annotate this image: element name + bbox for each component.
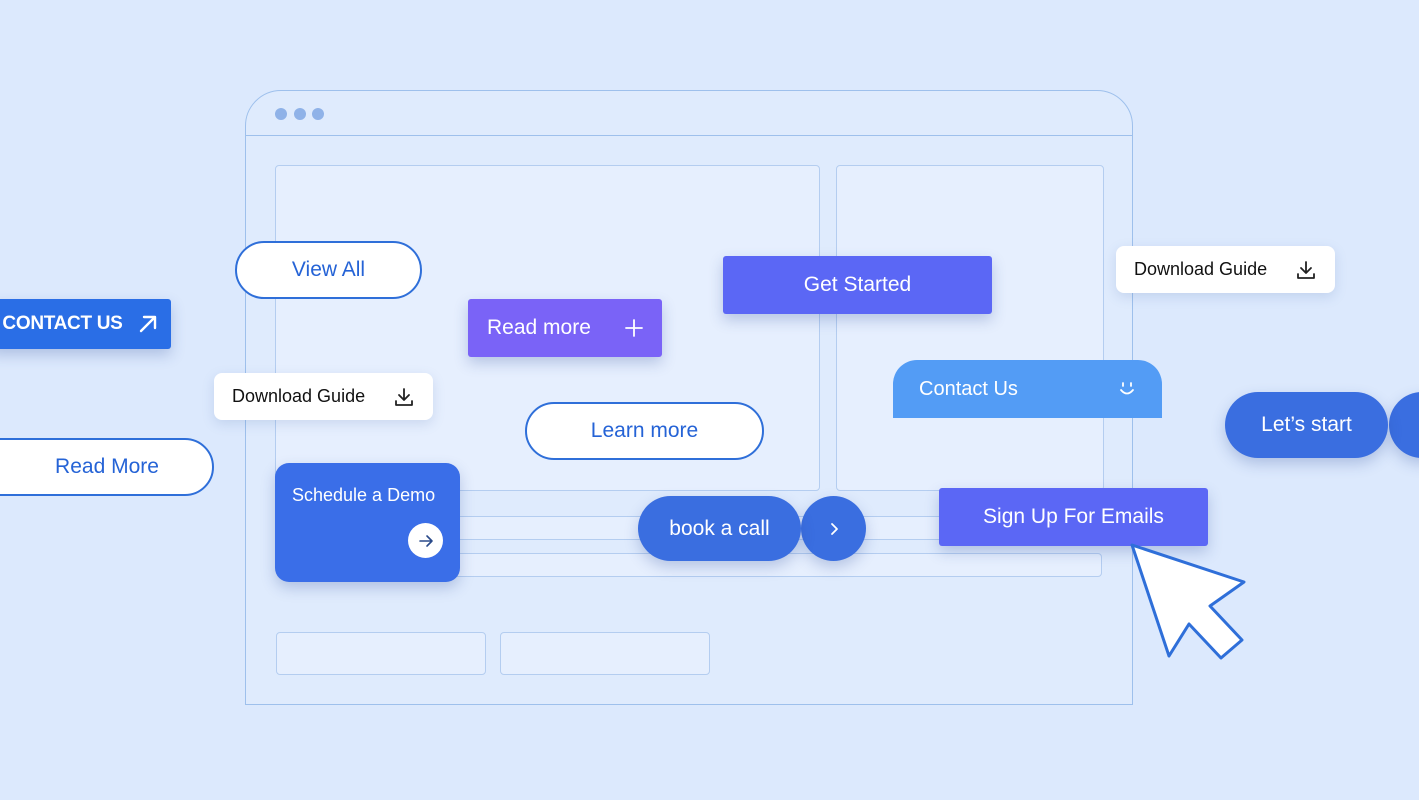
view-all-label: View All bbox=[291, 258, 366, 281]
read-more-outline-button[interactable]: Read More bbox=[0, 438, 214, 496]
book-call-arrow-button[interactable] bbox=[801, 496, 866, 561]
window-dot bbox=[312, 108, 324, 120]
sign-up-label: Sign Up For Emails bbox=[983, 505, 1164, 528]
view-all-button[interactable]: View All bbox=[235, 241, 422, 299]
mouse-cursor-icon bbox=[1130, 543, 1246, 660]
arrow-right-icon bbox=[408, 523, 443, 558]
lets-start-button[interactable]: Let’s start bbox=[1225, 392, 1388, 458]
smile-icon bbox=[1118, 380, 1136, 398]
arrow-up-right-icon bbox=[137, 313, 159, 335]
learn-more-button[interactable]: Learn more bbox=[525, 402, 764, 460]
content-box bbox=[276, 632, 486, 675]
download-icon bbox=[1295, 259, 1317, 281]
browser-titlebar bbox=[246, 91, 1132, 136]
window-dot bbox=[294, 108, 306, 120]
book-call-button[interactable]: book a call bbox=[638, 496, 801, 561]
lets-start-label: Let’s start bbox=[1261, 413, 1352, 436]
read-more-plus-label: Read more bbox=[487, 316, 591, 339]
chevron-right-icon bbox=[827, 522, 841, 536]
sign-up-emails-button[interactable]: Sign Up For Emails bbox=[939, 488, 1208, 546]
contact-us-upper-button[interactable]: CONTACT US bbox=[0, 299, 171, 349]
book-call-label: book a call bbox=[669, 516, 770, 540]
lets-start-arrow-button[interactable] bbox=[1389, 392, 1419, 458]
download-guide-button-right[interactable]: Download Guide bbox=[1116, 246, 1335, 293]
plus-icon bbox=[624, 318, 644, 338]
read-more-plus-button[interactable]: Read more bbox=[468, 299, 662, 357]
get-started-label: Get Started bbox=[803, 273, 912, 296]
contact-us-label: Contact Us bbox=[919, 377, 1018, 400]
content-box bbox=[500, 632, 710, 675]
contact-us-upper-label: CONTACT US bbox=[2, 313, 123, 334]
learn-more-label: Learn more bbox=[590, 419, 699, 442]
download-guide-label: Download Guide bbox=[1134, 259, 1268, 279]
schedule-demo-label: Schedule a Demo bbox=[292, 485, 436, 505]
download-guide-label: Download Guide bbox=[232, 386, 366, 406]
download-guide-button-left[interactable]: Download Guide bbox=[214, 373, 433, 420]
download-icon bbox=[393, 386, 415, 408]
window-dot bbox=[275, 108, 287, 120]
content-panel-side bbox=[836, 165, 1104, 491]
schedule-demo-button[interactable]: Schedule a Demo bbox=[275, 463, 460, 582]
get-started-button[interactable]: Get Started bbox=[723, 256, 992, 314]
contact-us-button[interactable]: Contact Us bbox=[893, 360, 1162, 418]
read-more-outline-label: Read More bbox=[55, 455, 159, 478]
